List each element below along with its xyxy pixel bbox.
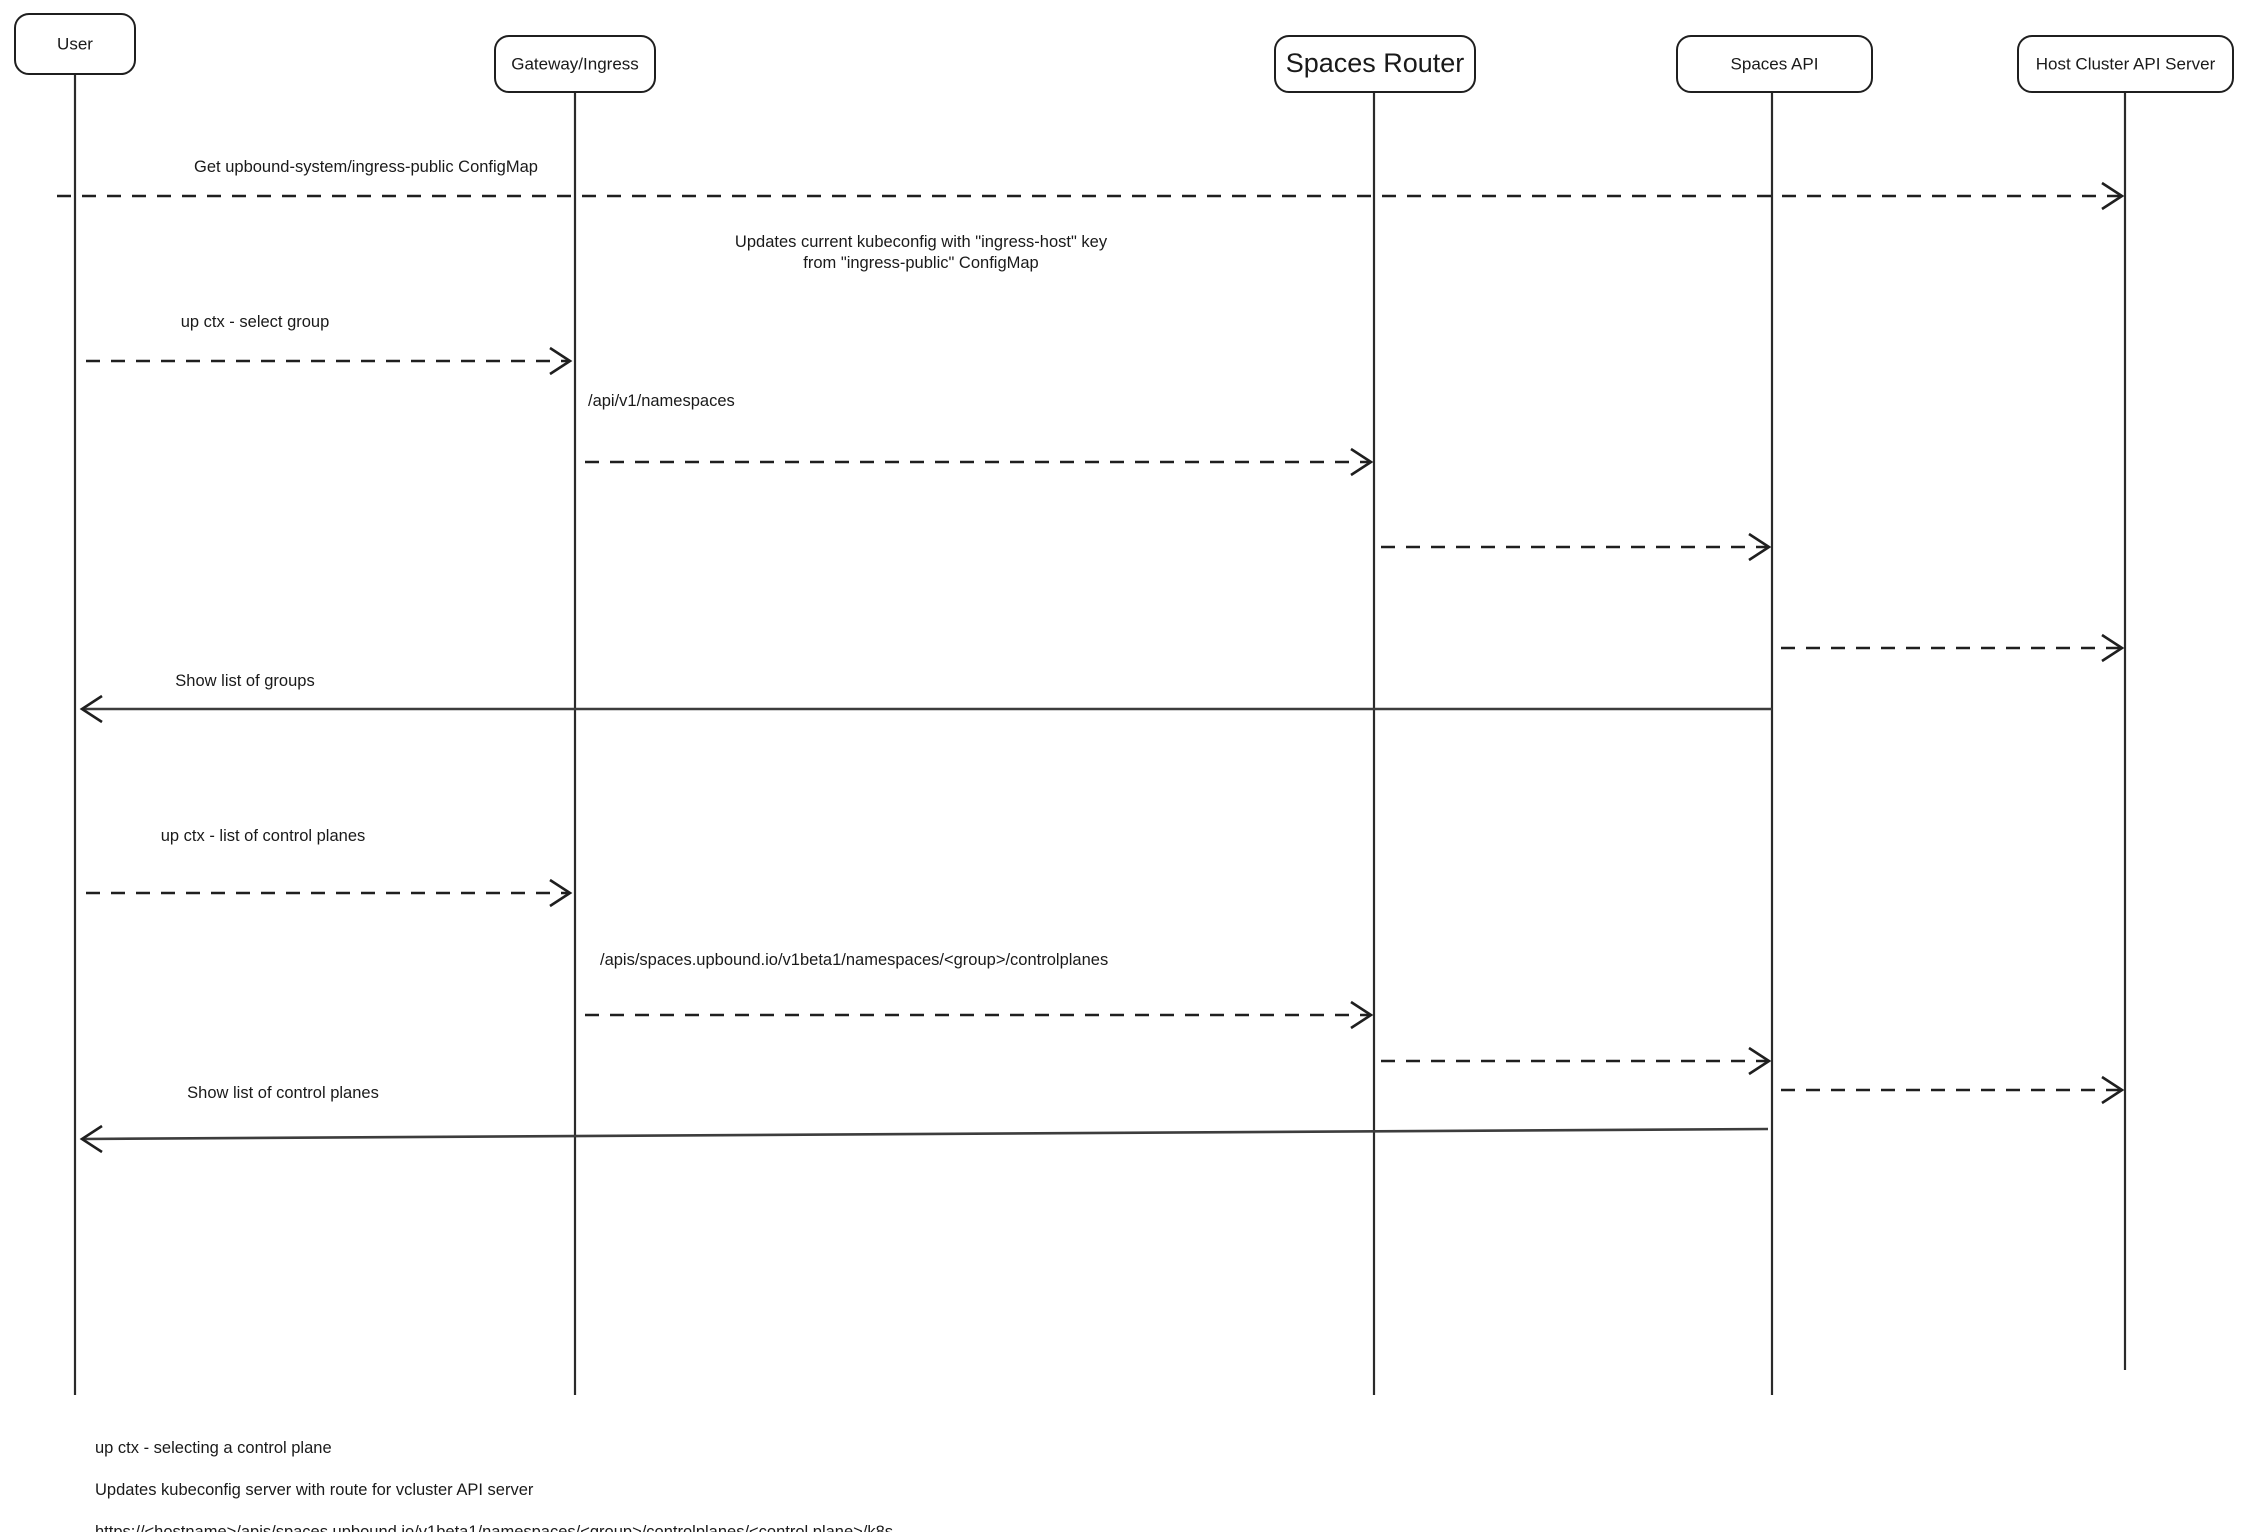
message-label-m3: /api/v1/namespaces [588,392,735,410]
inline-note-line: from "ingress-public" ConfigMap [803,254,1038,272]
message-label-m11: Show list of control planes [187,1084,379,1102]
participant-label-spaces_api: Spaces API [1731,54,1819,73]
participant-host_api[interactable]: Host Cluster API Server [2017,35,2234,93]
participant-box-gateway[interactable] [494,35,656,93]
message-m11: Show list of control planes [79,1084,1769,1154]
participant-label-user: User [57,34,93,53]
participant-box-spaces_api[interactable] [1676,35,1873,93]
message-label-m1: Get upbound-system/ingress-public Config… [194,158,538,176]
participant-box-host_api[interactable] [2017,35,2234,93]
arrowhead [1748,1046,1772,1076]
arrowhead [79,694,103,724]
message-line-m11 [81,1127,1769,1141]
participant-user[interactable]: User [14,13,136,75]
message-m9 [1381,1046,1772,1076]
participant-gateway[interactable]: Gateway/Ingress [494,35,656,93]
participant-box-router[interactable] [1274,35,1476,93]
message-label-m2: up ctx - select group [181,313,330,331]
lifelines-layer [73,74,2127,1395]
inline-note-line: Updates current kubeconfig with "ingress… [735,233,1108,251]
footer-note-n3: https://<hostname>/apis/spaces.upbound.i… [95,1523,893,1532]
arrowhead [1350,1000,1374,1030]
participant-label-router: Spaces Router [1286,48,1465,78]
notes-layer: Updates current kubeconfig with "ingress… [735,233,1108,272]
message-label-m7: up ctx - list of control planes [161,827,366,845]
message-m2: up ctx - select group [86,313,573,376]
participant-label-gateway: Gateway/Ingress [511,54,639,73]
footer-note-n1: up ctx - selecting a control plane [95,1439,332,1457]
message-m10 [1781,1075,2125,1105]
message-m8: /apis/spaces.upbound.io/v1beta1/namespac… [585,951,1374,1030]
message-m4 [1381,532,1772,562]
arrowhead [2101,633,2125,663]
inline-note-note-kubeconfig: Updates current kubeconfig with "ingress… [735,233,1108,272]
footer-notes-layer: up ctx - selecting a control planeUpdate… [95,1439,893,1532]
message-m5 [1781,633,2125,663]
message-m7: up ctx - list of control planes [86,827,573,908]
arrowhead [549,346,573,376]
arrowhead [549,878,573,908]
arrowhead [1350,447,1374,477]
participant-router[interactable]: Spaces Router [1274,35,1476,93]
arrowhead [79,1124,103,1154]
messages-layer: Get upbound-system/ingress-public Config… [57,158,2125,1154]
participant-spaces_api[interactable]: Spaces API [1676,35,1873,93]
message-label-m6: Show list of groups [175,672,314,690]
message-m3: /api/v1/namespaces [585,392,1374,477]
arrowhead [2101,1075,2125,1105]
message-m1: Get upbound-system/ingress-public Config… [57,158,2125,211]
footer-note-n2: Updates kubeconfig server with route for… [95,1481,534,1499]
arrowhead [2101,181,2125,211]
message-label-m8: /apis/spaces.upbound.io/v1beta1/namespac… [600,951,1108,969]
message-m6: Show list of groups [79,672,1772,724]
participant-label-host_api: Host Cluster API Server [2036,54,2216,73]
arrowhead [1748,532,1772,562]
participant-box-user[interactable] [14,13,136,75]
